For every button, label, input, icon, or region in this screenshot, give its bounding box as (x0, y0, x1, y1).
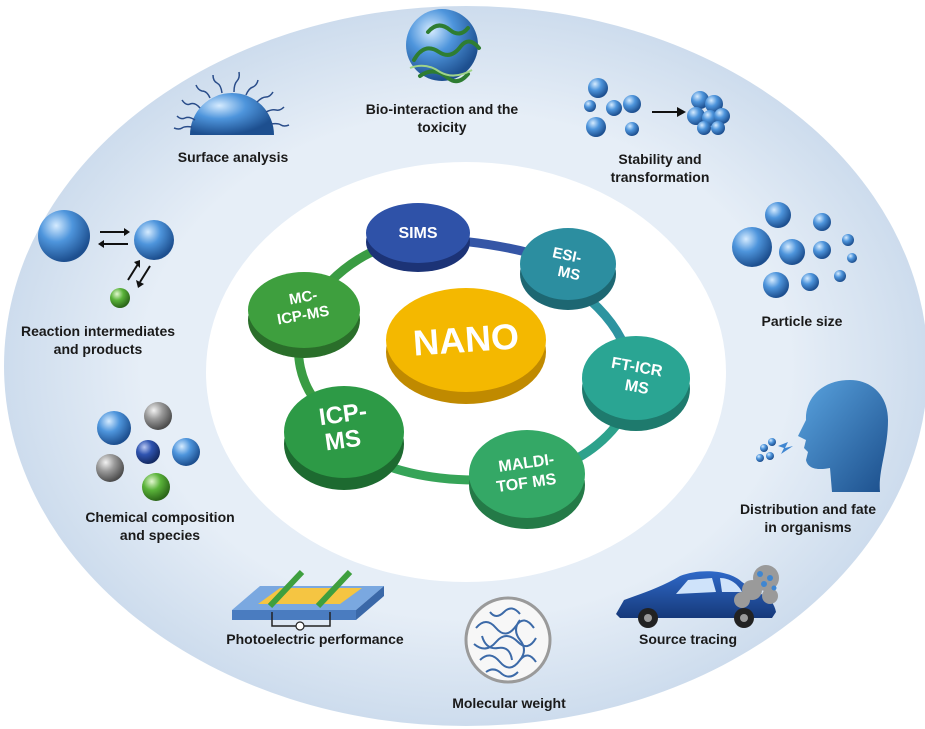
protein-sphere-icon (406, 9, 481, 84)
esi-ms-disc: ESI- MS (520, 228, 616, 310)
sims-label: SIMS (398, 225, 437, 242)
distribution-label-line2: in organisms (764, 519, 852, 535)
sims-disc: SIMS (366, 203, 470, 272)
molecular-weight-label: Molecular weight (452, 695, 566, 711)
polymer-circle-icon (464, 596, 552, 684)
reaction-label-line2: and products (53, 341, 143, 357)
chemical-composition-label-line1: Chemical composition (85, 509, 235, 525)
icpms-label-2: MS (323, 425, 362, 457)
bio-interaction-label-line1: Bio-interaction and the (365, 101, 519, 117)
device-chip-icon (232, 569, 384, 631)
source-tracing-label: Source tracing (638, 631, 738, 647)
fticr-label-2: MS (623, 377, 650, 398)
nano-label: NANO (412, 315, 521, 363)
icp-ms-disc: ICP- MS (284, 386, 404, 490)
particle-size-label: Particle size (761, 313, 843, 329)
aggregation-icon (584, 78, 730, 137)
particle-size-icon (732, 202, 857, 298)
mcicp-label-1: MC- (288, 287, 319, 309)
sphere-cluster-icon (96, 402, 200, 501)
icpms-label-1: ICP- (317, 398, 368, 431)
stability-label-line2: transformation (610, 169, 710, 185)
photoelectric-label: Photoelectric performance (226, 631, 404, 647)
reaction-label-line1: Reaction intermediates (20, 323, 176, 339)
reaction-arrows-icon (38, 210, 174, 308)
esi-label-1: ESI- (551, 244, 583, 267)
maldi-tof-ms-disc: MALDI- TOF MS (469, 430, 585, 529)
nano-disc: NANO (386, 288, 546, 404)
ft-icr-ms-disc: FT-ICR MS (582, 336, 690, 431)
car-icon (616, 565, 779, 628)
head-profile-icon (756, 380, 888, 492)
surface-hemisphere-icon (173, 71, 290, 135)
surface-analysis-label: Surface analysis (177, 149, 289, 165)
mc-icp-ms-disc: MC- ICP-MS (248, 272, 360, 358)
bio-interaction-label-line2: toxicity (417, 119, 467, 135)
chemical-composition-label-line2: and species (119, 527, 201, 543)
stability-label-line1: Stability and (618, 151, 702, 167)
distribution-label-line1: Distribution and fate (739, 501, 877, 517)
esi-label-2: MS (556, 263, 582, 284)
